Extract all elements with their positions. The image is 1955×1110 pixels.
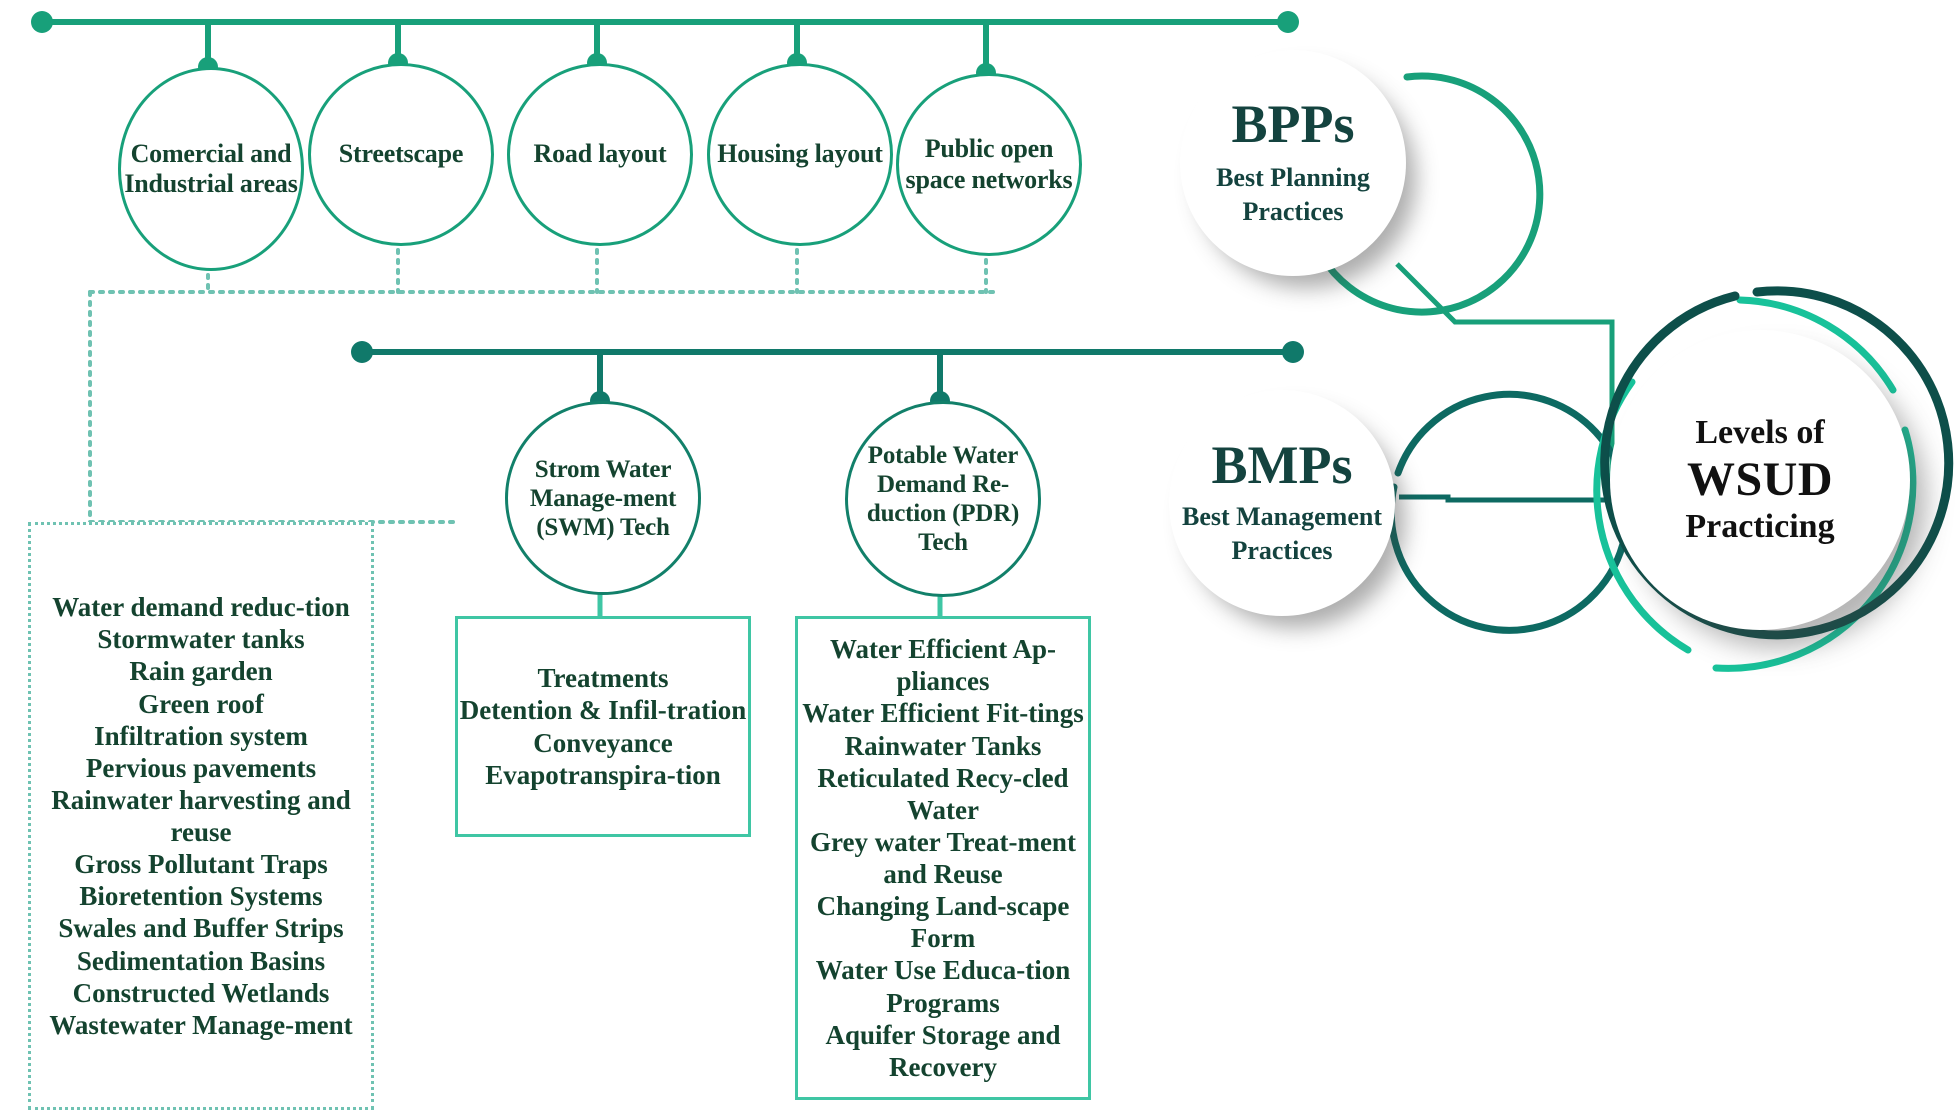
bpps-disc [1180, 50, 1406, 276]
list-item: Changing Land-scape Form [816, 891, 1070, 954]
node-label: Potable Water Demand Re-duction (PDR) Te… [866, 442, 1020, 556]
bmps-disc [1169, 390, 1395, 616]
wsud-measures-text: Water demand reduc-tion Stormwater tanks… [31, 591, 371, 1041]
top-bus-left-dot [31, 11, 53, 33]
list-item: Water Efficient Fit-tings [802, 698, 1084, 729]
list-item: Rainwater harvesting and reuse [51, 784, 351, 847]
hub-content: Levels of WSUD Practicing [1610, 330, 1910, 630]
list-item: Grey water Treat-ment and Reuse [810, 826, 1076, 889]
node-label: Strom Water Manage-ment (SWM) Tech [529, 455, 677, 541]
swm-treatments-text: Treatments Detention & Infil-tration Con… [460, 662, 746, 791]
second-bus-right-dot [1282, 341, 1304, 363]
badge-bpps[interactable]: BPPs Best Planning Practices [1168, 38, 1418, 288]
bmps-subtitle: Best Management Practices [1181, 501, 1382, 565]
list-item: Rainwater Tanks [844, 730, 1042, 761]
hub-line-2: WSUD [1686, 452, 1834, 506]
list-item: Stormwater tanks [97, 624, 305, 655]
list-item: Aquifer Storage and Recovery [825, 1019, 1061, 1082]
hub-disc [1610, 330, 1910, 630]
dotted-link-to-measures [88, 290, 457, 524]
node-housing-layout[interactable]: Housing layout [707, 63, 893, 246]
hub-line-1: Levels of [1695, 413, 1825, 451]
wsud-measures-box[interactable]: Water demand reduc-tion Stormwater tanks… [28, 522, 374, 1110]
list-item: Rain garden [129, 656, 273, 687]
second-bus-left-dot [351, 341, 373, 363]
list-item: Wastewater Manage-ment [49, 1009, 353, 1040]
hub-levels-of-wsud-practicing[interactable]: Levels of WSUD Practicing [1552, 278, 1955, 688]
node-swm-tech[interactable]: Strom Water Manage-ment (SWM) Tech [505, 401, 701, 595]
node-streetscape[interactable]: Streetscape [308, 63, 494, 246]
node-label: Streetscape [338, 139, 464, 169]
node-label: Road layout [533, 139, 667, 169]
list-item: Conveyance [533, 727, 673, 758]
node-commercial-industrial-areas[interactable]: Comercial and Industrial areas [118, 67, 304, 271]
list-item: Bioretention Systems [79, 881, 323, 912]
list-item: Evapotranspira-tion [485, 759, 721, 790]
node-label: Public open space networks [905, 134, 1073, 194]
list-item: Green roof [138, 688, 264, 719]
list-item: Gross Pollutant Traps [74, 849, 328, 880]
hub-line-3: Practicing [1685, 508, 1835, 546]
list-item: Sedimentation Basins [76, 945, 326, 976]
list-item: Infiltration system [94, 720, 308, 751]
bpps-content: BPPs Best Planning Practices [1168, 38, 1418, 288]
swm-treatments-box[interactable]: Treatments Detention & Infil-tration Con… [455, 616, 751, 837]
node-public-open-space-networks[interactable]: Public open space networks [896, 73, 1082, 256]
node-label: Comercial and Industrial areas [124, 138, 298, 198]
node-pdr-tech[interactable]: Potable Water Demand Re-duction (PDR) Te… [845, 401, 1041, 597]
list-item: Constructed Wetlands [72, 977, 330, 1008]
list-item: Water Efficient Ap-pliances [830, 634, 1056, 697]
list-item: Swales and Buffer Strips [58, 913, 344, 944]
pdr-measures-box[interactable]: Water Efficient Ap-pliances Water Effici… [795, 616, 1091, 1100]
bpps-abbr: BPPs [1231, 93, 1355, 154]
bpps-subtitle: Best Planning Practices [1216, 162, 1370, 226]
list-item: Detention & Infil-tration [459, 695, 747, 726]
list-item: Treatments [537, 663, 669, 694]
list-item: Reticulated Recy-cled Water [817, 762, 1069, 825]
node-road-layout[interactable]: Road layout [507, 63, 693, 246]
bmps-content: BMPs Best Management Practices [1157, 378, 1407, 628]
pdr-measures-text: Water Efficient Ap-pliances Water Effici… [798, 633, 1088, 1083]
badge-bmps[interactable]: BMPs Best Management Practices [1157, 378, 1407, 628]
top-bus-right-dot [1277, 11, 1299, 33]
list-item: Water demand reduc-tion [52, 592, 350, 623]
node-label: Housing layout [717, 139, 883, 169]
list-item: Pervious pavements [85, 752, 317, 783]
bmps-abbr: BMPs [1211, 434, 1353, 495]
list-item: Water Use Educa-tion Programs [815, 955, 1071, 1018]
